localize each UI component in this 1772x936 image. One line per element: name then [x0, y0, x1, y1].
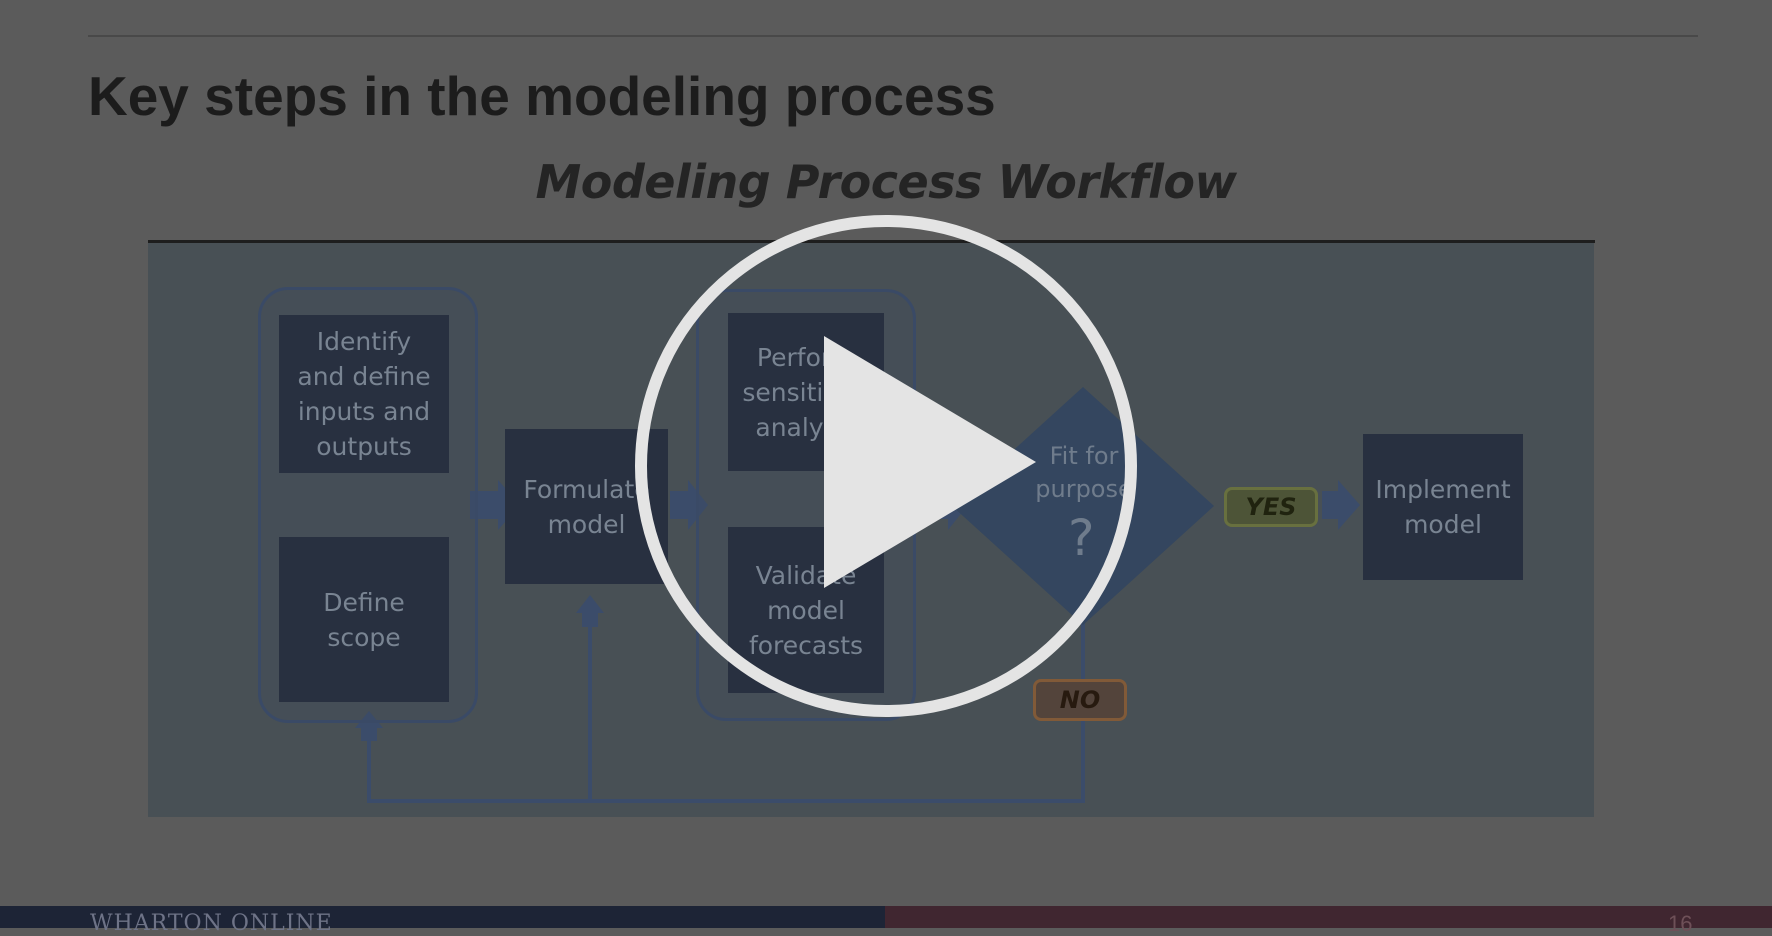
define-scope-box: Define scope: [279, 537, 449, 702]
footer-band-right: [885, 906, 1772, 928]
workflow-title-underline: [148, 240, 1595, 243]
arrow-up-to-formulate: [576, 595, 604, 627]
implement-model-box: Implement model: [1363, 434, 1523, 580]
decision-diamond: [952, 387, 1214, 625]
brand-wordmark: WHARTON ONLINE: [90, 911, 333, 936]
arrow-up-to-scope: [355, 711, 383, 741]
yes-tag: YES: [1224, 487, 1318, 527]
decision-label: Fit for purpose: [1035, 442, 1133, 503]
no-tag: NO: [1033, 679, 1127, 721]
play-icon: [824, 336, 1036, 588]
arrow-to-analysis: [670, 480, 708, 530]
arrow-to-implement: [1322, 480, 1360, 530]
decision-question-mark: ?: [1068, 509, 1095, 567]
play-button[interactable]: [633, 213, 1139, 719]
identify-inputs-outputs-box: Identify and define inputs and outputs: [279, 315, 449, 473]
top-divider: [88, 35, 1698, 37]
page-number: 16: [1668, 911, 1693, 936]
workflow-diagram: Identify and define inputs and outputs D…: [148, 243, 1594, 817]
workflow-title: Modeling Process Workflow: [535, 155, 1237, 209]
footer-band-left: [0, 906, 885, 928]
slide-title: Key steps in the modeling process: [88, 65, 996, 127]
